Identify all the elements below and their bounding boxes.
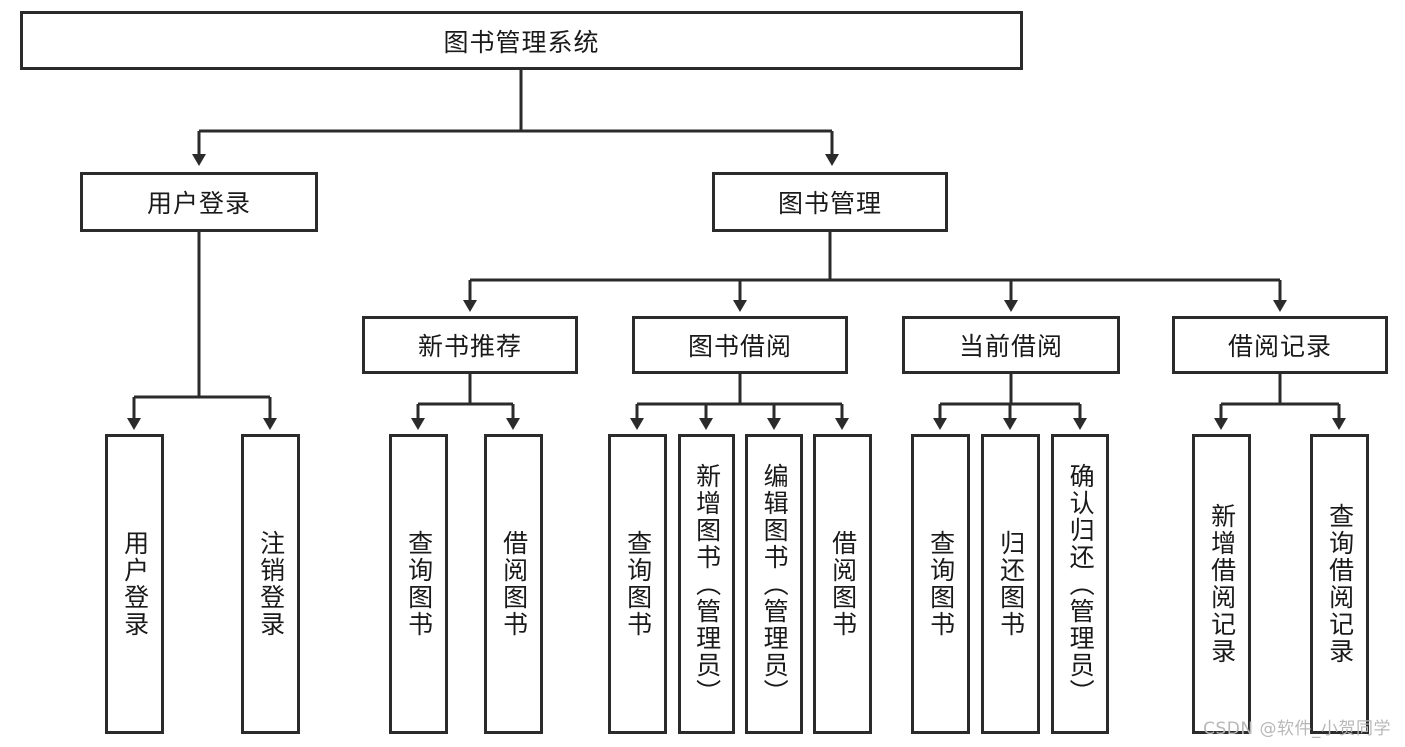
node-leaf-query-record[interactable]: 查询借阅记录 [1310, 434, 1369, 734]
node-leaf-user-login[interactable]: 用户登录 [105, 434, 164, 734]
node-current-borrow-label: 当前借阅 [958, 332, 1063, 361]
node-leaf-query-book-3-label: 查询图书 [926, 530, 956, 638]
node-borrow-record[interactable]: 借阅记录 [1172, 316, 1388, 374]
node-leaf-add-book[interactable]: 新增图书（管理员） [678, 434, 735, 734]
node-leaf-borrow-book-1-label: 借阅图书 [499, 530, 529, 638]
node-leaf-borrow-book-2-label: 借阅图书 [828, 530, 858, 638]
edge-newbook-to-leaves [411, 374, 520, 430]
node-leaf-borrow-book-2[interactable]: 借阅图书 [813, 434, 872, 734]
node-leaf-user-logout-label: 注销登录 [256, 530, 286, 638]
node-book-manage[interactable]: 图书管理 [712, 172, 948, 232]
node-leaf-query-book-1[interactable]: 查询图书 [389, 434, 448, 734]
node-book-borrow[interactable]: 图书借阅 [632, 316, 848, 374]
node-leaf-return-book-label: 归还图书 [996, 530, 1026, 638]
node-borrow-record-label: 借阅记录 [1227, 332, 1332, 361]
node-leaf-query-record-label: 查询借阅记录 [1325, 503, 1355, 665]
node-leaf-user-logout[interactable]: 注销登录 [241, 434, 300, 734]
node-root-label: 图书管理系统 [443, 27, 600, 57]
node-leaf-add-record[interactable]: 新增借阅记录 [1192, 434, 1251, 734]
node-leaf-query-book-2-label: 查询图书 [623, 530, 653, 638]
edge-currentborrow-to-leaves [933, 374, 1087, 430]
node-leaf-confirm-return-label: 确认归还（管理员） [1066, 462, 1096, 706]
node-leaf-query-book-1-label: 查询图书 [404, 530, 434, 638]
node-leaf-user-login-label: 用户登录 [120, 530, 150, 638]
node-current-borrow[interactable]: 当前借阅 [902, 316, 1120, 374]
node-leaf-add-record-label: 新增借阅记录 [1207, 503, 1237, 665]
node-new-book-rec[interactable]: 新书推荐 [362, 316, 578, 374]
edge-root-to-level2 [192, 70, 839, 166]
edge-bookmanage-to-level3 [463, 232, 1287, 312]
node-leaf-confirm-return[interactable]: 确认归还（管理员） [1051, 434, 1109, 734]
node-leaf-borrow-book-1[interactable]: 借阅图书 [484, 434, 543, 734]
node-leaf-query-book-2[interactable]: 查询图书 [608, 434, 667, 734]
node-root[interactable]: 图书管理系统 [20, 11, 1023, 70]
node-new-book-rec-label: 新书推荐 [417, 332, 522, 361]
edge-borrowrecord-to-leaves [1214, 374, 1346, 430]
node-leaf-return-book[interactable]: 归还图书 [981, 434, 1040, 734]
node-leaf-edit-book-label: 编辑图书（管理员） [760, 462, 790, 706]
node-leaf-edit-book[interactable]: 编辑图书（管理员） [745, 434, 803, 734]
node-book-manage-label: 图书管理 [777, 189, 882, 218]
node-user-login-label: 用户登录 [146, 189, 251, 218]
node-user-login[interactable]: 用户登录 [80, 172, 318, 232]
node-leaf-add-book-label: 新增图书（管理员） [692, 462, 722, 706]
node-leaf-query-book-3[interactable]: 查询图书 [911, 434, 970, 734]
edge-userlogin-to-leaves [127, 232, 277, 430]
edge-bookborrow-to-leaves [630, 374, 849, 430]
node-book-borrow-label: 图书借阅 [687, 332, 792, 361]
